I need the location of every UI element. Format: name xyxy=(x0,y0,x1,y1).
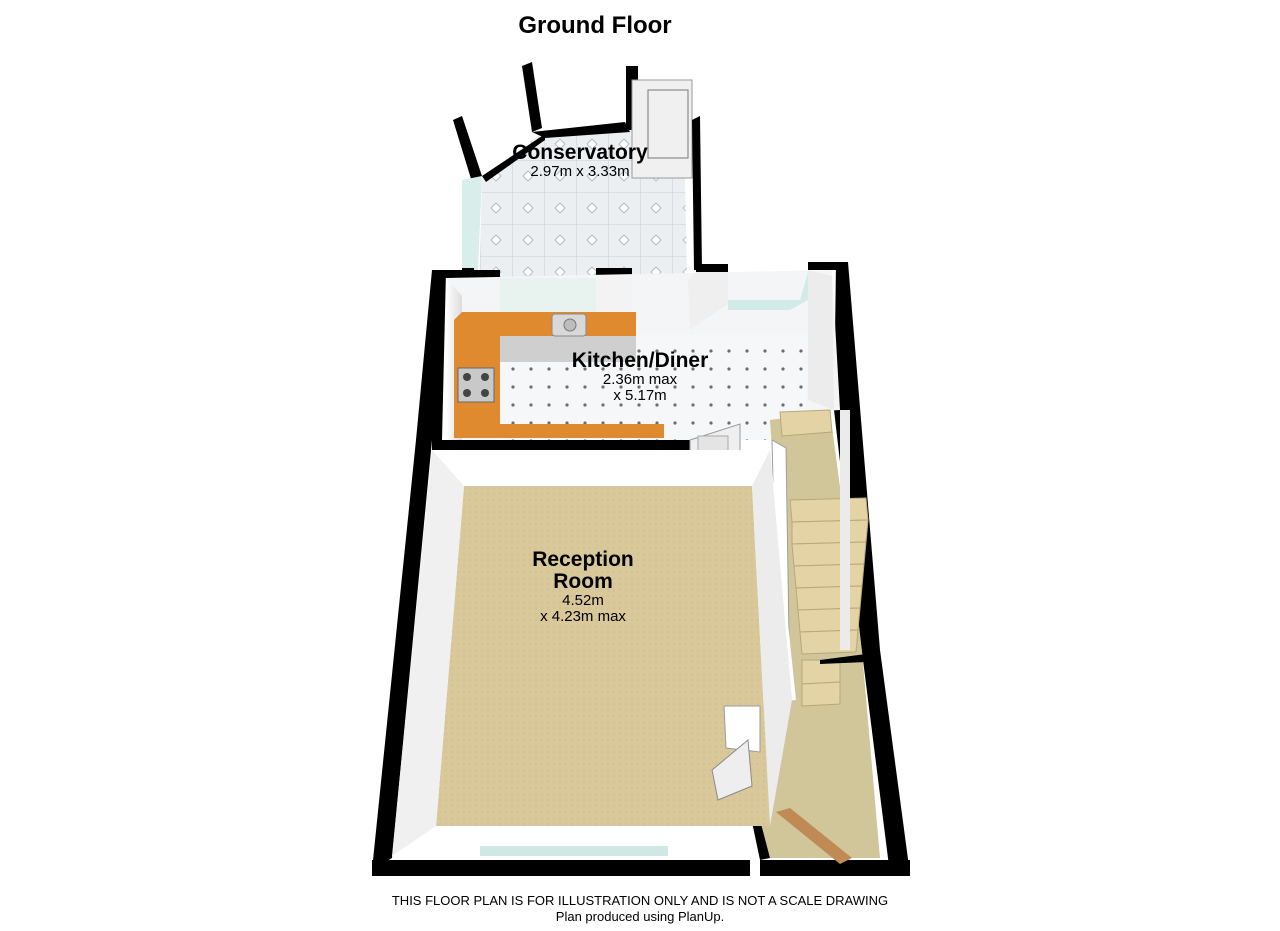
room-name: Reception xyxy=(532,548,634,571)
conservatory-label: Conservatory 2.97m x 3.33m xyxy=(500,142,660,180)
outer-walls xyxy=(372,262,910,876)
footer-disclaimer: THIS FLOOR PLAN IS FOR ILLUSTRATION ONLY… xyxy=(391,893,889,908)
room-dims: 2.36m max xyxy=(602,371,678,388)
floor-title: Ground Floor xyxy=(518,12,672,39)
room-name: Conservatory xyxy=(512,141,648,164)
footer-credit: Plan produced using PlanUp. xyxy=(555,909,725,924)
room-dims: x 5.17m xyxy=(613,387,667,404)
kitchen-diner-label: Kitchen/Diner 2.36m max x 5.17m xyxy=(550,350,730,404)
room-dims: 4.52m xyxy=(562,592,604,609)
reception-room xyxy=(392,450,796,860)
room-name: Kitchen/Diner xyxy=(571,349,709,372)
room-dims: 2.97m x 3.33m xyxy=(530,163,630,180)
kitchen-diner xyxy=(446,270,840,487)
room-dims: x 4.23m max xyxy=(540,608,626,625)
reception-room-label: Reception Room 4.52m x 4.23m max xyxy=(510,549,656,625)
room-name: Room xyxy=(553,570,613,593)
